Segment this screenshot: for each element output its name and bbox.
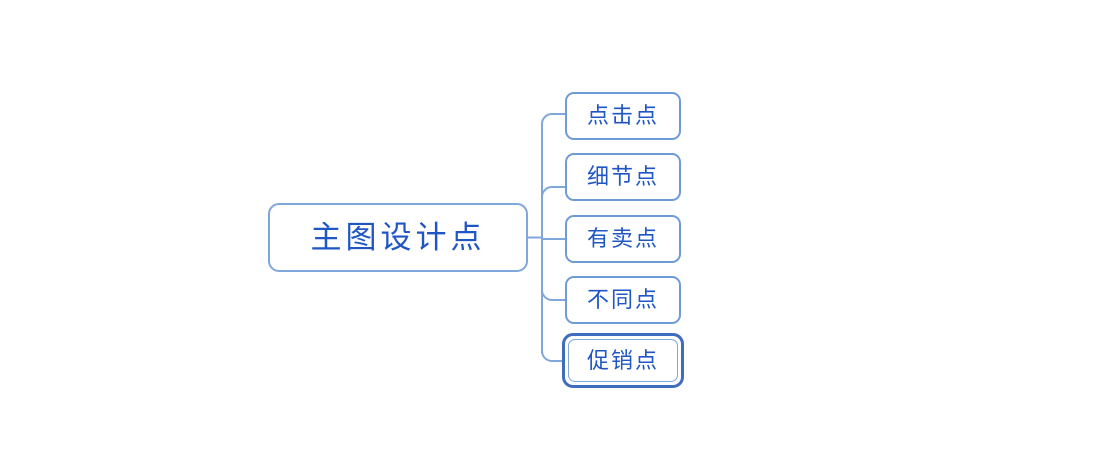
mindmap-child-label-1: 细节点 xyxy=(586,164,659,189)
mindmap-child-node-3[interactable]: 不同点 xyxy=(565,276,681,324)
mindmap-selection-ring: 促销点 xyxy=(568,339,678,382)
mindmap-child-node-1[interactable]: 细节点 xyxy=(565,153,681,201)
mindmap-child-node-2[interactable]: 有卖点 xyxy=(565,215,681,263)
mindmap-child-label-4: 促销点 xyxy=(586,347,659,373)
connector-branch-1 xyxy=(542,177,565,187)
mindmap-child-node-4-selected[interactable]: 促销点 xyxy=(562,333,684,388)
mindmap-child-node-0[interactable]: 点击点 xyxy=(565,92,681,140)
mindmap-child-label-0: 点击点 xyxy=(586,103,659,128)
mindmap-child-label-3: 不同点 xyxy=(586,287,659,312)
connector-branch-3 xyxy=(541,289,565,301)
mindmap-root-label: 主图设计点 xyxy=(310,220,486,255)
mindmap-root-node[interactable]: 主图设计点 xyxy=(268,203,528,272)
connector-branch-1-line xyxy=(541,186,565,198)
connector-branch-0 xyxy=(541,113,565,127)
mindmap-child-label-2: 有卖点 xyxy=(586,226,659,251)
